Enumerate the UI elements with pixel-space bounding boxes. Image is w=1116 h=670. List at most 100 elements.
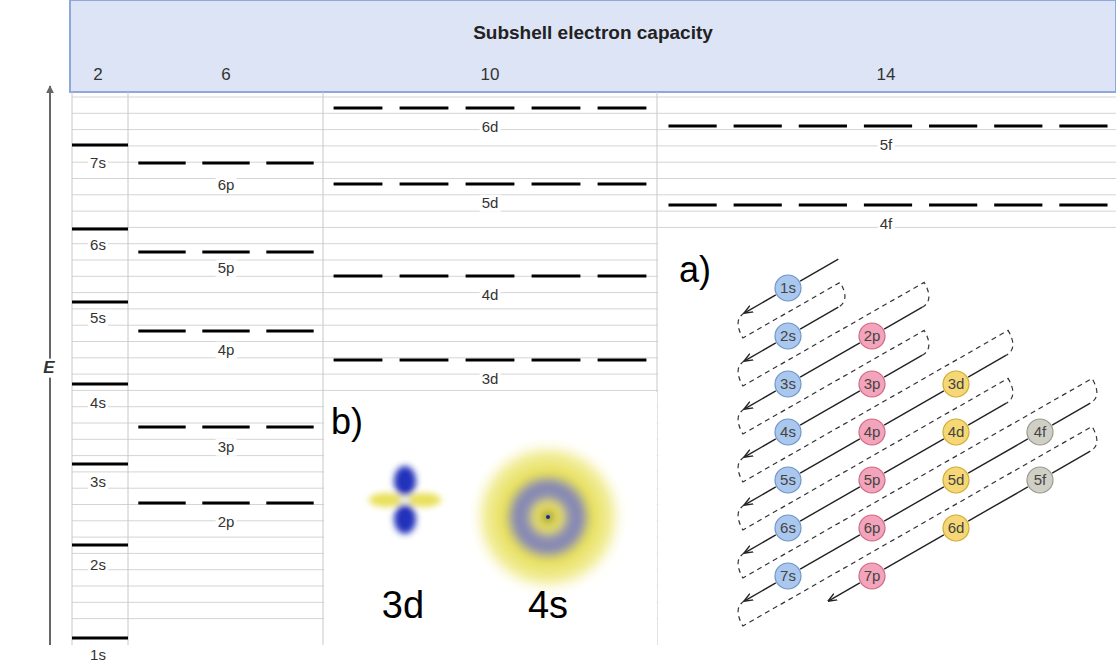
arrow-tail xyxy=(800,307,838,329)
energy-level xyxy=(130,502,322,505)
energy-level xyxy=(72,144,128,147)
subshell-label: 5s xyxy=(88,310,108,327)
subshell-name: 3d xyxy=(942,370,970,398)
arrow-head xyxy=(745,487,776,505)
subshell-label: 5d xyxy=(480,195,501,212)
arrow-tail xyxy=(800,259,838,281)
energy-level xyxy=(72,463,128,466)
subshell-label: 2p xyxy=(216,514,237,531)
subshell-label: 5f xyxy=(878,137,895,154)
arrow-head xyxy=(829,583,860,601)
arrow-tail xyxy=(1052,451,1090,473)
grid-line xyxy=(72,129,1116,130)
order-arrow xyxy=(884,391,944,425)
subshell-label: 4d xyxy=(480,287,501,304)
subshell-name: 5p xyxy=(858,466,886,494)
energy-level xyxy=(130,251,322,254)
subshell-name: 4p xyxy=(858,418,886,446)
subshell-name: 7p xyxy=(858,562,886,590)
arrow-tail xyxy=(884,307,922,329)
subshell-circle: 4s xyxy=(774,418,802,446)
order-arrow xyxy=(968,487,1028,521)
circle-shape xyxy=(943,515,969,541)
circle-shape xyxy=(1027,467,1053,493)
grid-line xyxy=(72,227,1116,228)
arrow-tail xyxy=(884,355,922,377)
energy-level xyxy=(72,301,128,304)
order-arrow xyxy=(884,535,944,569)
subshell-circle: 3d xyxy=(942,370,970,398)
energy-level xyxy=(72,383,128,386)
order-arrow xyxy=(800,439,860,473)
orbital-3d xyxy=(369,466,441,534)
subshell-circle: 6d xyxy=(942,514,970,542)
orbital-caption: 4s xyxy=(528,585,568,627)
subshell-name: 5d xyxy=(942,466,970,494)
panel-letter: a) xyxy=(679,250,711,290)
order-arrow xyxy=(800,535,860,569)
dashed-return xyxy=(738,282,929,386)
circle-shape xyxy=(775,419,801,445)
subshell-label: 6d xyxy=(480,119,501,136)
subshell-label: 1s xyxy=(88,647,108,664)
subshell-name: 4d xyxy=(942,418,970,446)
subshell-label: 6s xyxy=(88,237,108,254)
subshell-circle: 7s xyxy=(774,562,802,590)
energy-level xyxy=(325,183,655,186)
subshell-circle: 5d xyxy=(942,466,970,494)
order-arrow xyxy=(800,391,860,425)
circle-shape xyxy=(943,371,969,397)
energy-levels xyxy=(72,108,1116,638)
energy-level xyxy=(325,275,655,278)
grid-line xyxy=(72,211,1116,212)
arrow-tail xyxy=(1052,403,1090,425)
subshell-circle: 6s xyxy=(774,514,802,542)
subshell-label: 3d xyxy=(480,371,501,388)
grid-line xyxy=(72,113,1116,114)
arrow-head xyxy=(745,583,776,601)
dashed-return xyxy=(738,330,929,434)
order-arrow xyxy=(800,487,860,521)
subshell-label: 3p xyxy=(216,439,237,456)
subshell-name: 5s xyxy=(774,466,802,494)
order-arrow xyxy=(968,439,1028,473)
circle-shape xyxy=(859,371,885,397)
subshell-name: 6d xyxy=(942,514,970,542)
circle-shape xyxy=(1027,419,1053,445)
subshell-label: 7s xyxy=(88,155,108,172)
arrow-head xyxy=(745,295,776,313)
arrow-tail xyxy=(968,403,1006,425)
circle-shape xyxy=(859,419,885,445)
circle-shape xyxy=(943,419,969,445)
orbital-4s xyxy=(468,437,628,597)
subshell-name: 4f xyxy=(1026,418,1054,446)
circle-shape xyxy=(775,275,801,301)
circle-shape xyxy=(775,467,801,493)
subshell-circle: 4d xyxy=(942,418,970,446)
header-title: Subshell electron capacity xyxy=(473,23,713,44)
header-bar xyxy=(70,0,1116,92)
circle-shape xyxy=(859,515,885,541)
capacity-number: 2 xyxy=(93,66,102,85)
energy-level xyxy=(72,637,128,640)
subshell-name: 2s xyxy=(774,322,802,350)
arrow-head xyxy=(745,535,776,553)
subshell-name: 1s xyxy=(774,274,802,302)
grid-line xyxy=(72,194,1116,195)
circle-shape xyxy=(775,563,801,589)
dashed-return xyxy=(738,426,1097,626)
circle-shape xyxy=(775,515,801,541)
arrow-head xyxy=(745,391,776,409)
arrow-head xyxy=(745,439,776,457)
dashed-return xyxy=(738,378,1097,578)
filling-order-arrows xyxy=(738,259,1097,626)
grid-line xyxy=(72,97,1116,98)
subshell-label: 4s xyxy=(88,395,108,412)
energy-level xyxy=(72,544,128,547)
grid-line xyxy=(72,162,1116,163)
subshell-name: 4s xyxy=(774,418,802,446)
subshell-name: 6s xyxy=(774,514,802,542)
subshell-label: 5p xyxy=(216,260,237,277)
